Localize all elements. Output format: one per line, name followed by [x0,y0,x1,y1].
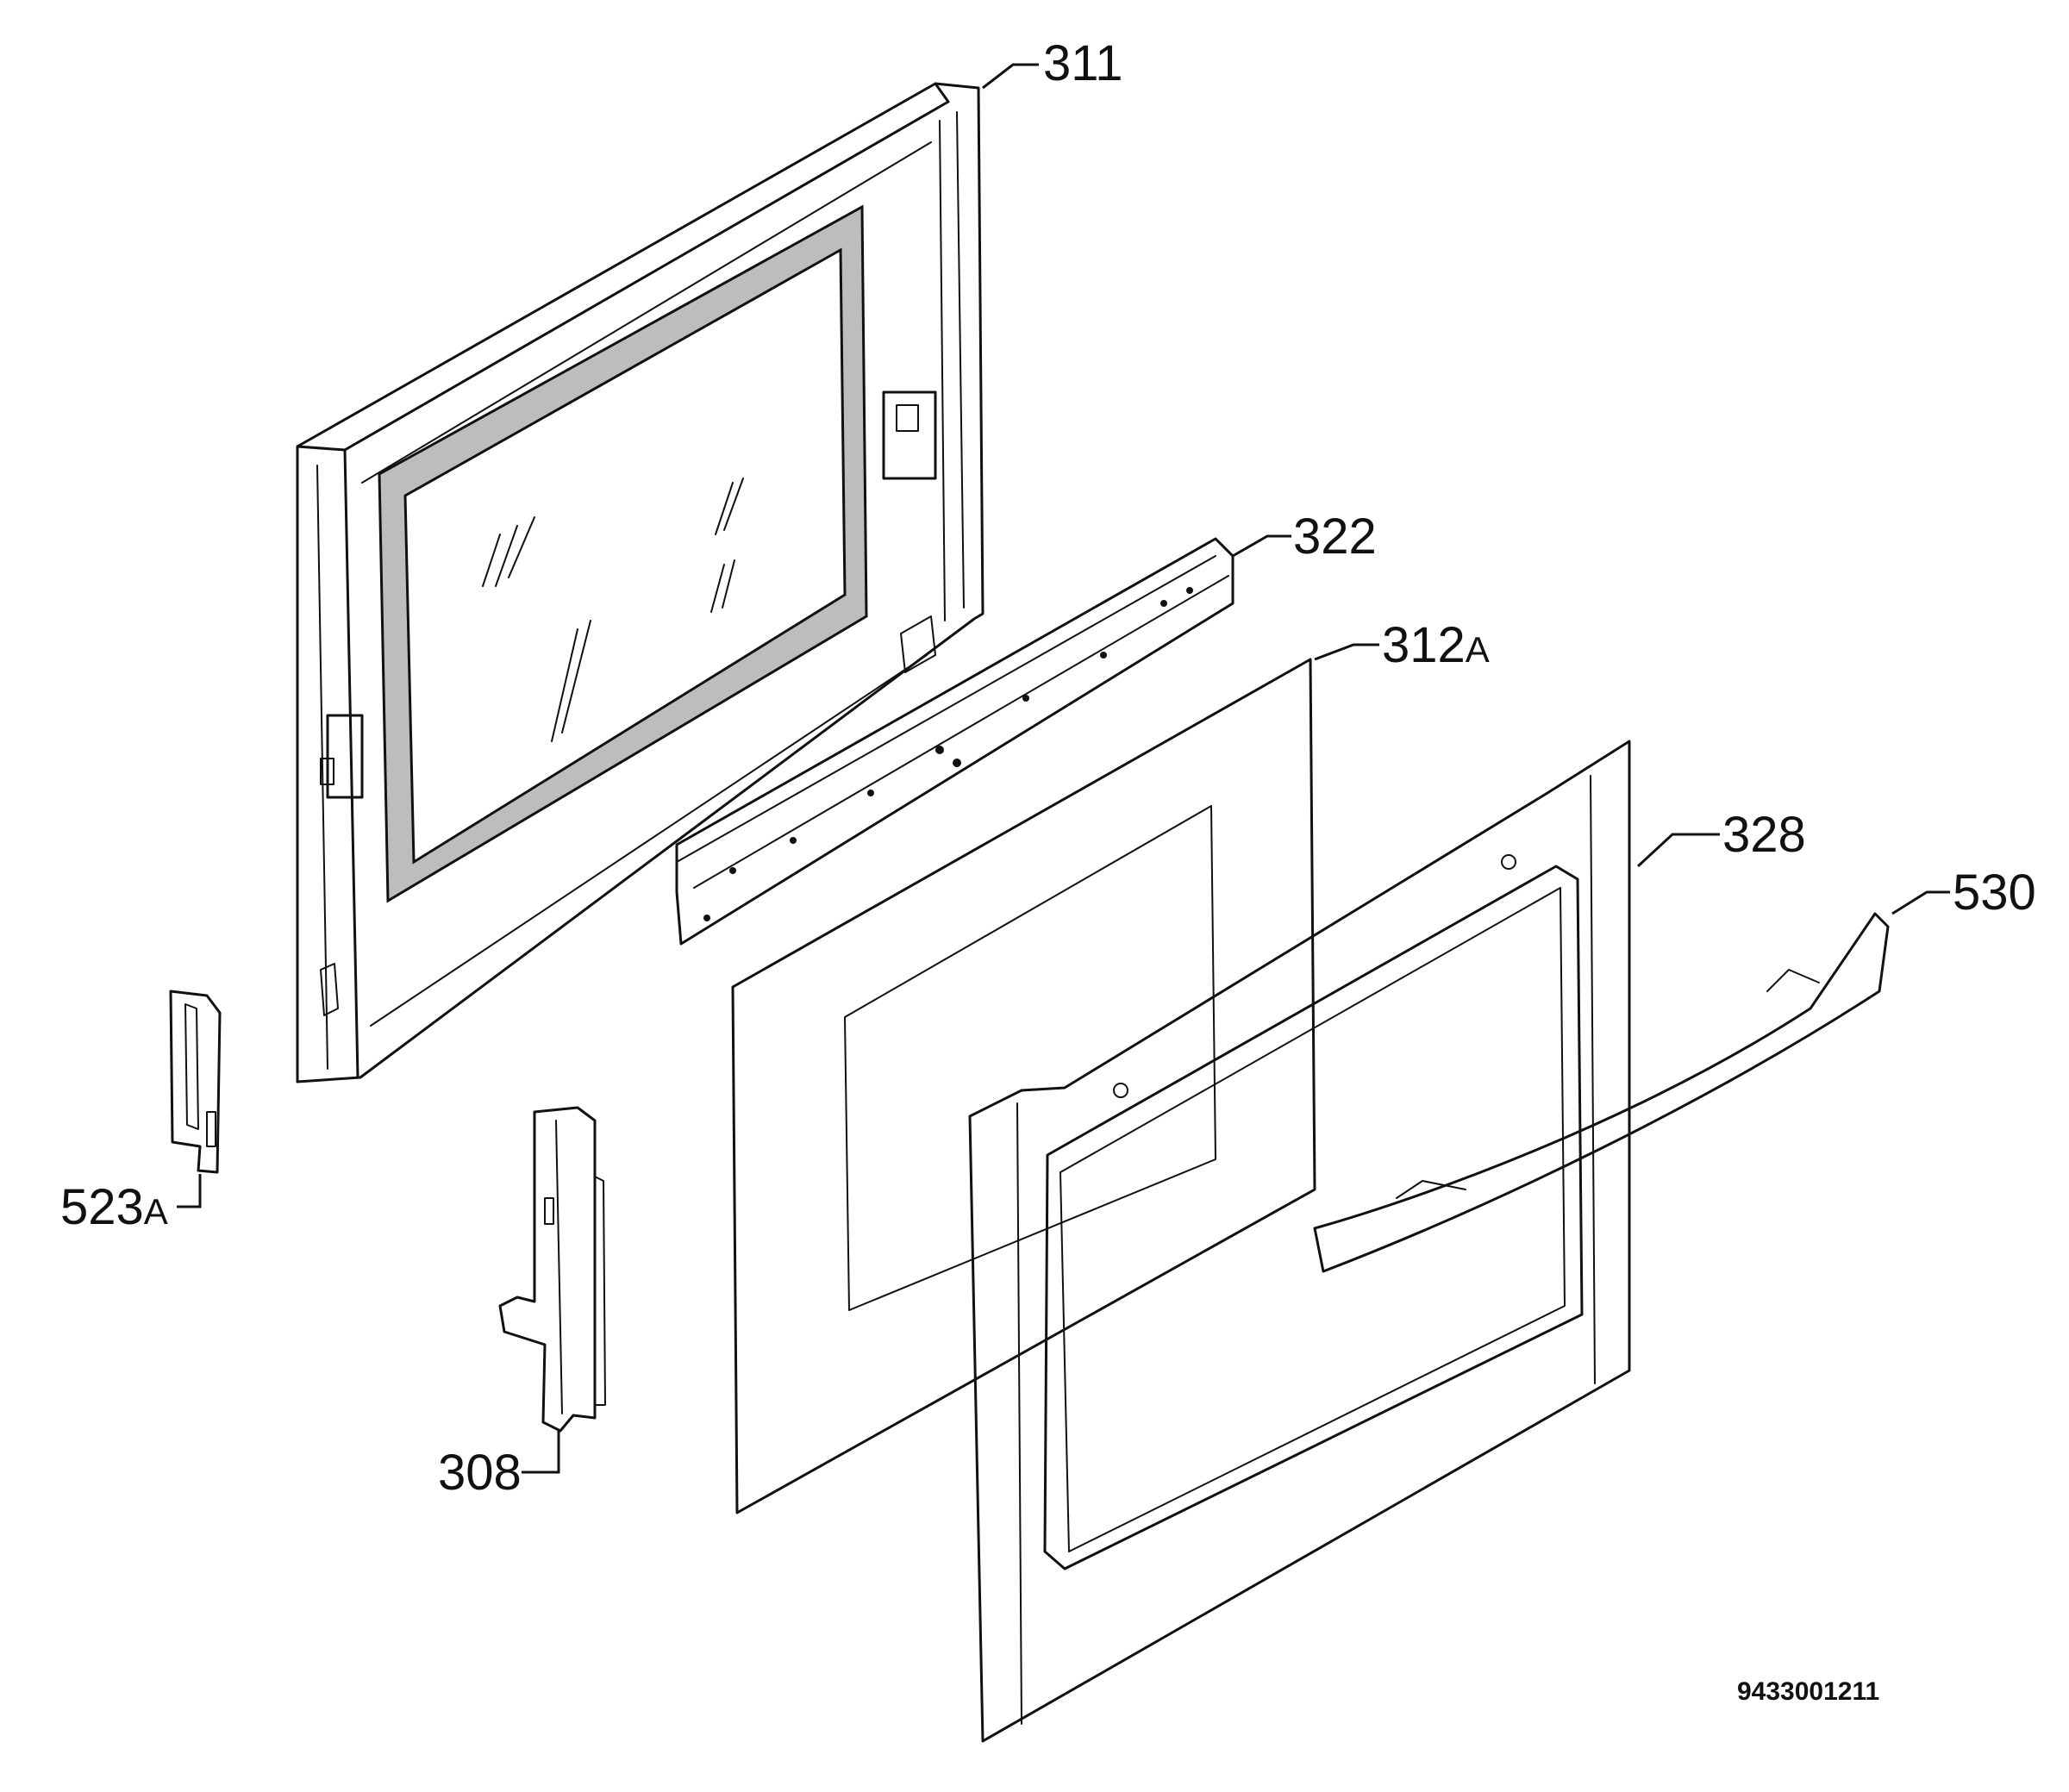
callout-308: 308 [438,1445,522,1501]
leader-311 [982,63,1039,90]
callout-311: 311 [1043,35,1122,91]
callout-312a-number: 312 [1382,617,1466,673]
callout-523a: 523A [60,1179,168,1235]
leader-lines [177,63,1950,1474]
callout-322: 322 [1293,509,1377,565]
leader-523a [177,1174,202,1208]
part-328-outer-frame [968,740,1631,1743]
callout-328: 328 [1722,807,1806,863]
leader-322 [1232,534,1291,558]
part-530-handle [1313,912,1890,1273]
part-311-inner-door [296,82,984,1083]
callout-523a-suffix: A [144,1191,168,1232]
part-523a-hinge [169,990,222,1174]
document-number: 9433001211 [1737,1677,1879,1706]
callout-312a-suffix: A [1466,629,1490,670]
part-312a-glass [731,658,1316,1514]
callout-312a: 312A [1382,617,1490,673]
part-322-rail [675,537,1235,946]
leader-530 [1891,890,1950,915]
leader-328 [1636,833,1720,868]
leader-308 [522,1431,560,1474]
callout-523a-number: 523 [60,1179,144,1235]
part-308-bracket [498,1106,606,1433]
callout-530: 530 [1953,865,2036,921]
leader-312a [1314,643,1379,661]
callout-labels: 311 322 312A 328 530 523A 308 [60,35,2036,1501]
